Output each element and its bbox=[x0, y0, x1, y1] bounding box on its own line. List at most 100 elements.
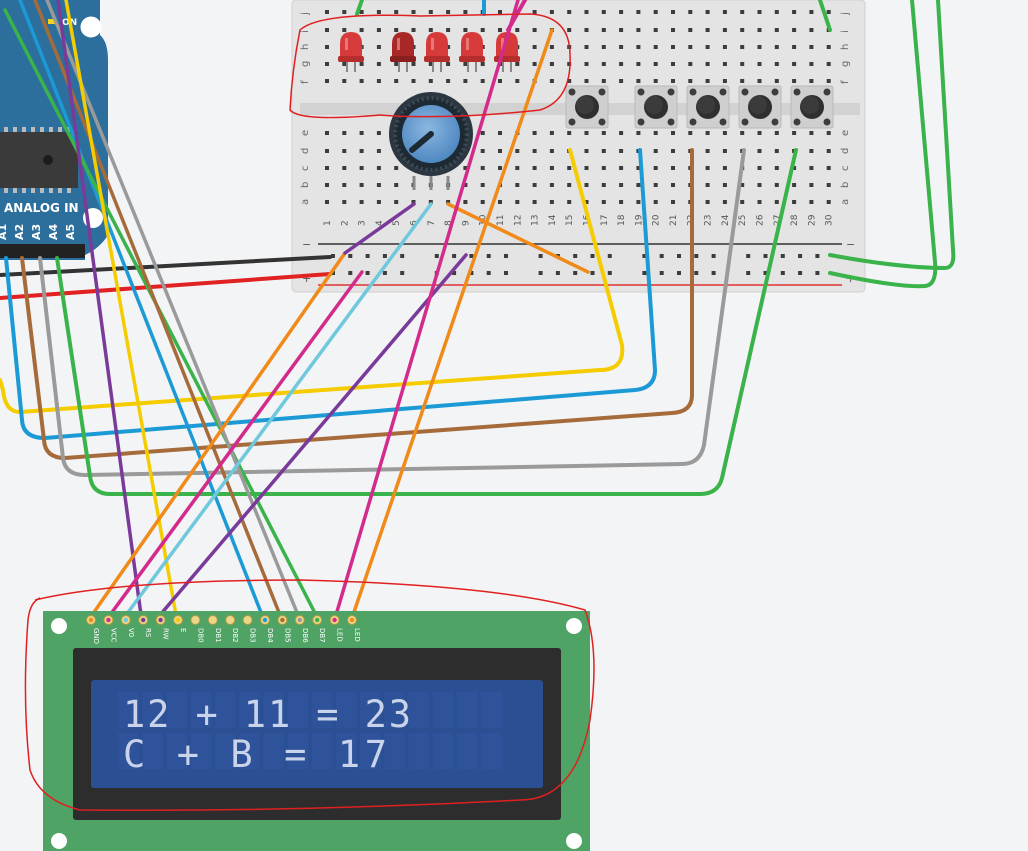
breadboard-hole bbox=[567, 131, 572, 135]
pushbutton-icon[interactable] bbox=[738, 85, 782, 129]
lcd-pin[interactable] bbox=[242, 615, 253, 625]
pushbutton-icon[interactable] bbox=[790, 85, 834, 129]
rail-hole bbox=[469, 254, 474, 258]
breadboard-hole bbox=[601, 166, 606, 170]
rail-hole bbox=[607, 271, 612, 275]
breadboard-hole bbox=[446, 200, 451, 204]
wire-blue-lcd-db4[interactable] bbox=[18, 0, 264, 617]
breadboard-hole bbox=[619, 183, 624, 187]
row-letter: j bbox=[300, 12, 311, 16]
lcd-mount-hole bbox=[566, 618, 582, 634]
breadboard-hole bbox=[325, 62, 329, 66]
row-letter: e bbox=[300, 130, 311, 136]
breadboard-hole bbox=[567, 62, 572, 66]
breadboard-hole bbox=[826, 79, 831, 83]
breadboard-hole bbox=[722, 200, 727, 204]
breadboard-hole bbox=[532, 183, 537, 187]
rail-minus-label-right: − bbox=[846, 238, 855, 251]
breadboard-hole bbox=[774, 45, 779, 49]
breadboard-hole bbox=[584, 10, 589, 14]
wire-pink-lcd-led[interactable] bbox=[334, 0, 520, 617]
analog-pin-label: A1 bbox=[0, 224, 9, 240]
lcd-pin[interactable] bbox=[207, 615, 218, 625]
breadboard-hole bbox=[515, 149, 520, 153]
breadboard-hole bbox=[826, 45, 831, 49]
led-icon[interactable] bbox=[424, 32, 450, 72]
breadboard-hole bbox=[567, 10, 572, 14]
wire-green-top-1[interactable] bbox=[355, 0, 364, 16]
breadboard-hole bbox=[394, 183, 399, 187]
wire-green-top-2[interactable] bbox=[818, 0, 832, 32]
wire-gray-lcd-db6[interactable] bbox=[45, 0, 300, 617]
annotation-led-circle bbox=[289, 13, 571, 119]
breadboard-hole bbox=[740, 45, 745, 49]
breadboard-hole bbox=[463, 166, 468, 170]
wire-brown-lcd-db5[interactable] bbox=[33, 0, 282, 617]
wire-purple-pot[interactable] bbox=[343, 202, 416, 255]
lcd-pin-label: DB6 bbox=[301, 628, 309, 643]
breadboard-hole bbox=[774, 166, 779, 170]
wire-orange-pot[interactable] bbox=[446, 202, 590, 274]
rail-hole bbox=[694, 254, 699, 258]
breadboard-hole bbox=[757, 200, 762, 204]
row-letter: g bbox=[300, 61, 311, 67]
wire-black-gnd[interactable] bbox=[0, 255, 332, 277]
breadboard-hole bbox=[394, 28, 399, 32]
potentiometer[interactable] bbox=[389, 92, 473, 190]
wire-green-right-1[interactable] bbox=[828, 0, 956, 270]
breadboard-hole bbox=[359, 79, 364, 83]
column-number: 21 bbox=[669, 215, 679, 226]
lcd-mount-hole bbox=[51, 618, 67, 634]
breadboard-hole bbox=[826, 200, 831, 204]
breadboard-hole bbox=[428, 200, 433, 204]
wire-purple-lcd-rw[interactable] bbox=[158, 253, 468, 617]
lcd-pin[interactable] bbox=[190, 615, 201, 625]
wire-pink-lcd-vcc[interactable] bbox=[108, 270, 364, 617]
breadboard-hole bbox=[394, 79, 399, 83]
breadboard-hole bbox=[532, 149, 537, 153]
led-icon[interactable] bbox=[338, 32, 364, 72]
chip-pin bbox=[4, 127, 8, 132]
lcd-mount-hole bbox=[566, 833, 582, 849]
breadboard-hole bbox=[740, 28, 745, 32]
wire-yellow-button-1[interactable] bbox=[0, 148, 625, 414]
pushbutton-icon[interactable] bbox=[634, 85, 678, 129]
wire-yellow-lcd-e[interactable] bbox=[64, 0, 178, 617]
rail-hole bbox=[677, 254, 681, 258]
led-icon[interactable] bbox=[390, 32, 416, 72]
wire-cyan-lcd-v0[interactable] bbox=[124, 202, 433, 617]
rail-hole bbox=[815, 271, 820, 275]
breadboard-hole bbox=[549, 200, 554, 204]
wire-blue-button-2[interactable] bbox=[4, 148, 657, 440]
breadboard-hole bbox=[826, 10, 831, 14]
breadboard-hole bbox=[480, 149, 485, 153]
wire-purple-lcd-rs[interactable] bbox=[56, 0, 143, 617]
breadboard-hole bbox=[584, 166, 589, 170]
breadboard-hole bbox=[619, 28, 624, 32]
chip-pin bbox=[22, 188, 26, 193]
lcd-pin[interactable] bbox=[225, 615, 236, 625]
breadboard-hole bbox=[515, 200, 520, 204]
breadboard-hole bbox=[740, 79, 745, 83]
rail-hole bbox=[486, 271, 491, 275]
breadboard-hole bbox=[342, 62, 347, 66]
wire-gray-button-4[interactable] bbox=[38, 148, 746, 477]
breadboard-hole bbox=[653, 62, 658, 66]
wire-brown-button-3[interactable] bbox=[20, 148, 694, 460]
led-icon[interactable] bbox=[459, 32, 485, 72]
breadboard-hole bbox=[567, 79, 572, 83]
row-letter: e bbox=[840, 130, 851, 136]
lcd-char-cell bbox=[311, 733, 333, 769]
wires[interactable] bbox=[0, 0, 956, 617]
wire-orange-lcd-gnd[interactable] bbox=[90, 251, 347, 617]
wire-green-button-5[interactable] bbox=[55, 148, 798, 496]
wire-orange-lcd-led[interactable] bbox=[351, 28, 554, 617]
pushbutton-icon[interactable] bbox=[686, 85, 730, 129]
rail-hole bbox=[452, 254, 457, 258]
pushbutton-icon[interactable] bbox=[565, 85, 609, 129]
wire-green-right-2[interactable] bbox=[828, 0, 938, 289]
